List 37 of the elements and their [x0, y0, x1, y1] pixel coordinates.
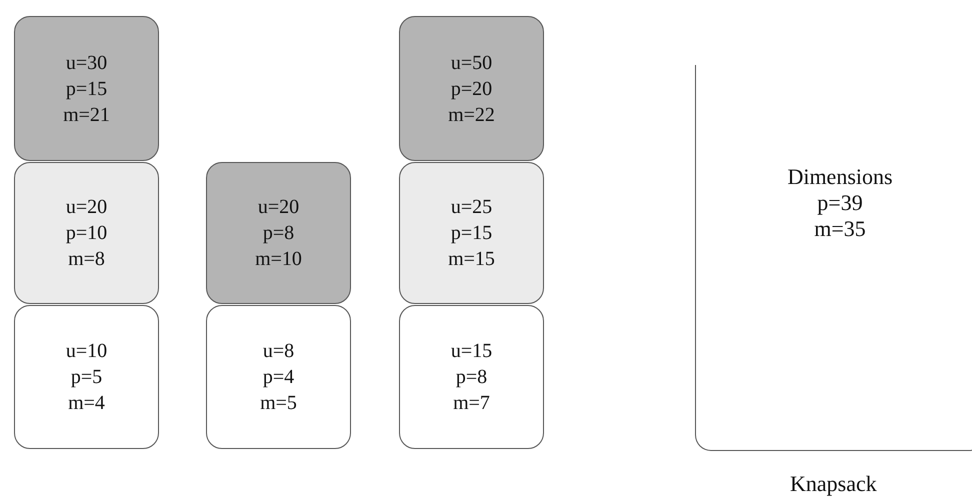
value-text: p=15: [450, 221, 492, 246]
value-text: p=4: [262, 365, 294, 390]
value-text: m=35: [814, 216, 866, 242]
value-text: m=22: [448, 102, 495, 128]
value-text: p=39: [817, 190, 863, 216]
value-text: u=15: [450, 339, 492, 364]
item-card: [399, 305, 544, 449]
value-text: u=10: [66, 339, 108, 364]
item-card: [399, 16, 544, 161]
heading-text: Dimensions: [787, 164, 893, 190]
value-text: u=30: [66, 50, 108, 76]
value-text: m=15: [448, 247, 495, 272]
value-text: m=5: [260, 391, 297, 416]
value-text: p=8: [456, 365, 488, 390]
value-text: u=20: [66, 195, 108, 220]
value-text: p=20: [450, 76, 492, 102]
item-card: [206, 305, 351, 449]
item-card: [14, 162, 159, 304]
item-card: [399, 162, 544, 304]
value-text: p=10: [66, 221, 108, 246]
value-text: p=15: [66, 76, 108, 102]
value-text: u=50: [450, 50, 492, 76]
value-text: p=8: [262, 221, 294, 246]
value-text: u=8: [262, 339, 294, 364]
knapsack-container: [695, 65, 972, 451]
item-card: [14, 305, 159, 449]
caption-text: Knapsack: [790, 471, 877, 497]
item-card: [14, 16, 159, 161]
value-text: u=25: [450, 195, 492, 220]
value-text: m=7: [453, 391, 490, 416]
value-text: m=21: [63, 102, 110, 128]
value-text: u=20: [258, 195, 300, 220]
value-text: p=5: [70, 365, 102, 390]
value-text: m=10: [255, 247, 302, 272]
value-text: m=4: [68, 391, 105, 416]
item-card: [206, 162, 351, 304]
value-text: m=8: [68, 247, 105, 272]
